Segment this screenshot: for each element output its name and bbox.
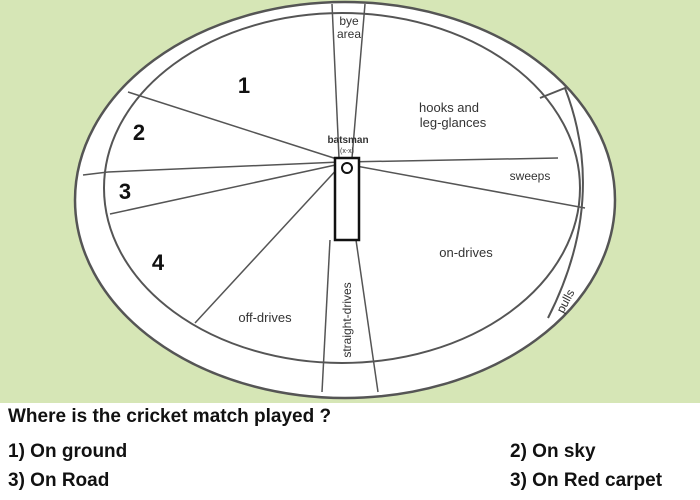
leg-glances-label: leg-glances — [420, 115, 487, 130]
cricket-field-diagram: bye area batsman (x-x) hooks and leg-gla… — [73, 0, 617, 400]
option-2[interactable]: 2) On sky — [510, 441, 596, 462]
bye-label: bye — [339, 14, 359, 28]
batsman-label: batsman — [327, 135, 368, 146]
diagram-panel: bye area batsman (x-x) hooks and leg-gla… — [0, 0, 700, 403]
region-number-2: 2 — [133, 120, 145, 145]
question-text: Where is the cricket match played ? — [8, 406, 332, 427]
left-notch — [82, 171, 109, 176]
region-lines — [107, 3, 586, 393]
batsman-marker — [341, 162, 353, 174]
region-number-4: 4 — [152, 250, 165, 275]
off-drives-label: off-drives — [238, 310, 292, 325]
option-4[interactable]: 3) On Red carpet — [510, 470, 663, 491]
pitch — [333, 156, 361, 242]
region-number-3: 3 — [119, 179, 131, 204]
pulls-arc — [539, 86, 584, 319]
hooks-label: hooks and — [419, 100, 479, 115]
on-drives-label: on-drives — [439, 245, 493, 260]
batsman-sub-label: (x-x) — [340, 148, 354, 155]
region-number-1: 1 — [238, 73, 250, 98]
option-1[interactable]: 1) On ground — [8, 441, 128, 462]
area-label: area — [337, 27, 361, 41]
straight-drives-label: straight-drives — [340, 282, 354, 357]
option-3[interactable]: 3) On Road — [8, 470, 110, 491]
sweeps-label: sweeps — [510, 169, 551, 183]
